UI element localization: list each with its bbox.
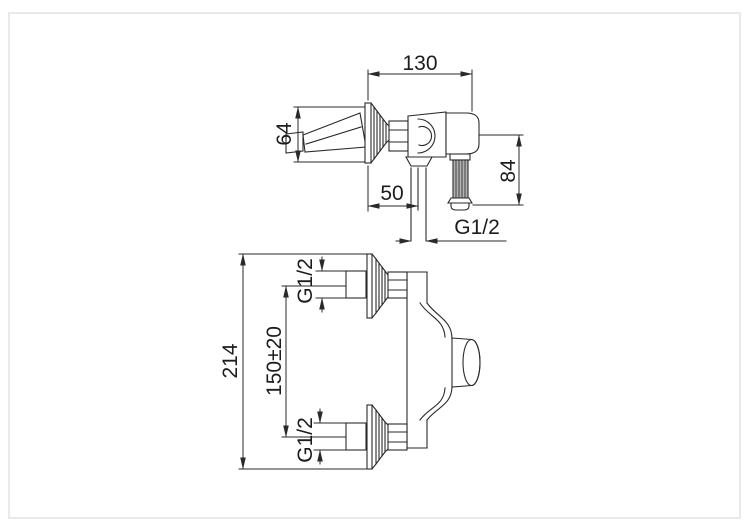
front-bottom-inlet-thread-label: G1/2 xyxy=(294,417,317,463)
side-escutcheon xyxy=(364,102,390,164)
front-body xyxy=(406,271,453,449)
side-knob xyxy=(445,112,480,155)
front-overall-height-label: 214 xyxy=(219,343,242,378)
front-inlet-spacing-label: 150±20 xyxy=(263,326,286,396)
dimension-labels: 130 64 50 84 G1/2 214 150±20 G1/2 G1/2 xyxy=(219,52,520,463)
side-escutcheon-diameter-label: 64 xyxy=(273,122,296,146)
side-handle xyxy=(447,153,473,211)
drawing-linework xyxy=(238,69,524,470)
front-knob xyxy=(451,337,481,388)
side-handle-length-label: 84 xyxy=(497,159,520,183)
side-valve-body xyxy=(407,111,447,158)
side-outlet xyxy=(405,156,433,167)
front-top-inlet xyxy=(345,270,367,299)
front-top-escutcheon xyxy=(366,253,389,319)
front-bottom-escutcheon xyxy=(366,404,389,470)
front-top-inlet-thread-label: G1/2 xyxy=(294,258,317,304)
side-hex-nut xyxy=(388,120,409,152)
side-inlet-neck-line xyxy=(305,126,362,145)
front-bottom-hex xyxy=(387,423,408,451)
side-depth-label: 130 xyxy=(402,52,437,75)
side-inlet-neck xyxy=(302,112,367,153)
side-wall-to-outlet-label: 50 xyxy=(380,182,403,205)
front-bottom-inlet xyxy=(345,422,367,451)
side-view-dimensions xyxy=(293,69,524,244)
front-view-dimensions xyxy=(238,253,371,470)
side-view xyxy=(285,102,480,241)
page-frame xyxy=(8,12,741,519)
side-outlet-thread-label: G1/2 xyxy=(454,216,500,239)
front-view xyxy=(345,253,481,470)
front-top-hex xyxy=(387,271,408,299)
